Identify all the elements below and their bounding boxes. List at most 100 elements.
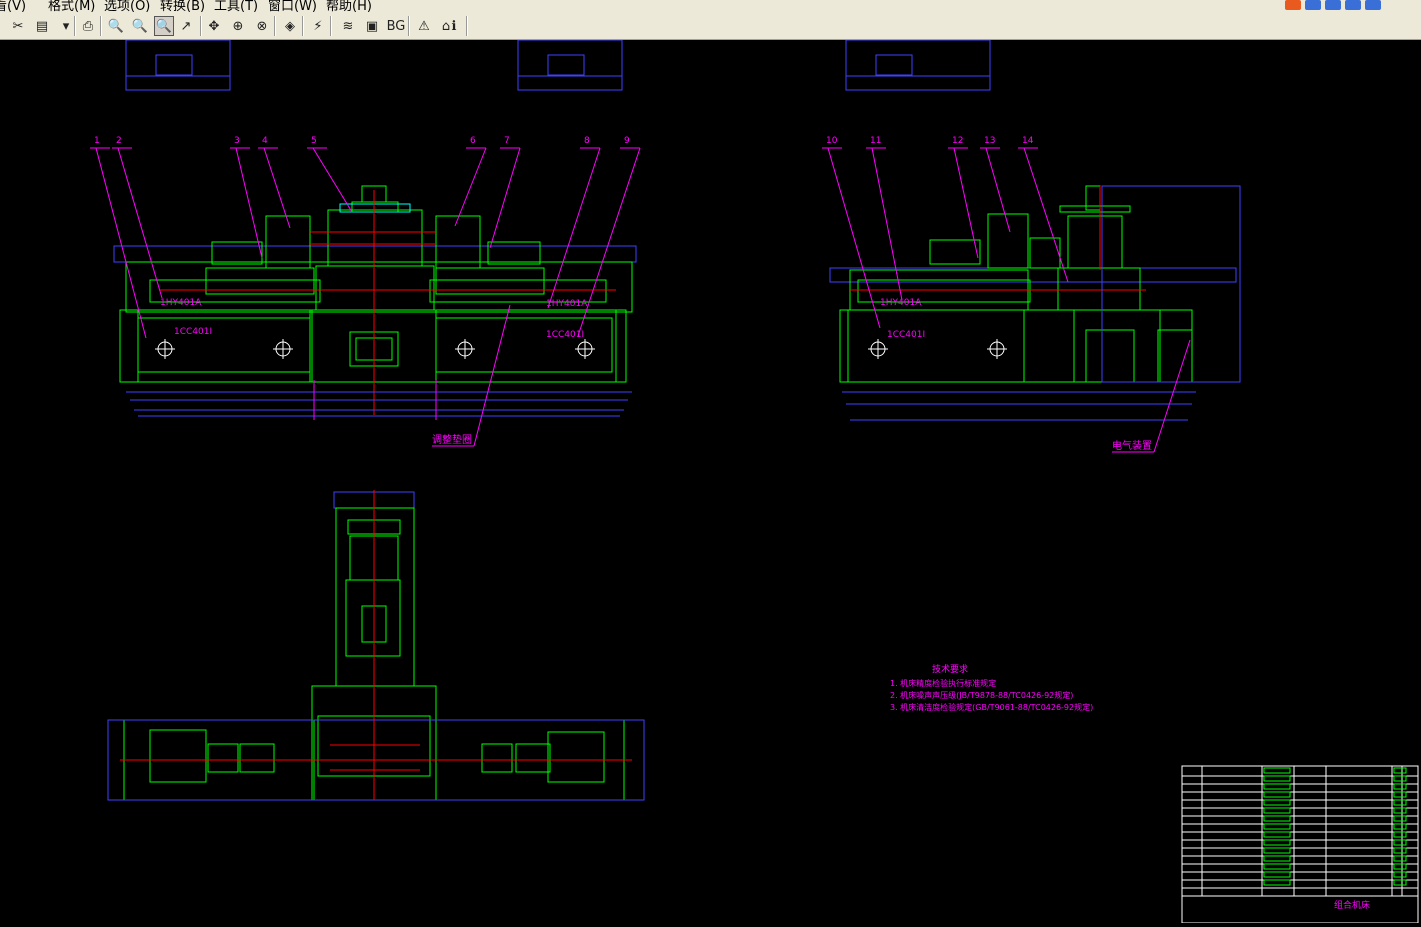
title-block-entry <box>1393 855 1407 862</box>
leader-line <box>1023 147 1069 283</box>
part-number-1: 1 <box>94 136 100 146</box>
dropdown-icon[interactable]: ▾ <box>62 18 70 34</box>
side-base-left <box>847 309 1025 383</box>
zoom-out-icon[interactable]: 🔍 <box>107 18 125 34</box>
title-block-entry <box>1263 807 1291 814</box>
title-block-entry <box>1263 839 1291 846</box>
right-rail <box>429 279 607 303</box>
front-right-base <box>435 309 617 383</box>
home-icon[interactable]: ⌂ <box>441 18 451 34</box>
menu-item-1[interactable]: 格式(M) <box>48 0 96 12</box>
toolbar-separator <box>200 16 202 36</box>
side-dimension-frame <box>1101 185 1241 383</box>
center-clamp <box>339 203 411 213</box>
menu-item-2[interactable]: 选项(O) <box>104 0 151 12</box>
menu-item-3[interactable]: 转换(B) <box>160 0 206 12</box>
ime-mode-icon[interactable] <box>1305 0 1321 10</box>
ime-settings-icon[interactable] <box>1365 0 1381 10</box>
title-block-entry <box>1393 831 1407 838</box>
title-block-entry <box>1263 815 1291 822</box>
zoom-window-icon[interactable]: 🔍 <box>154 16 174 36</box>
note-line-1: 1. 机床精度检验执行标准规定 <box>890 678 996 688</box>
zoom-previous-icon[interactable]: ⊗ <box>256 18 268 34</box>
title-block-entry <box>1263 791 1291 798</box>
reference-block-inner <box>547 54 585 76</box>
title-block-entry <box>1393 775 1407 782</box>
leader-line <box>827 147 881 329</box>
part-number-9: 9 <box>624 136 630 146</box>
frame-icon[interactable]: ▣ <box>365 18 379 34</box>
front-base-outline <box>119 309 627 383</box>
leader-line <box>1153 339 1191 453</box>
save-icon[interactable]: ▤ <box>35 18 49 34</box>
title-block-entry <box>1393 847 1407 854</box>
title-block-entry <box>1393 791 1407 798</box>
side-coupling <box>1029 237 1061 269</box>
side-head <box>987 213 1029 269</box>
zoom-in-icon[interactable]: 🔍 <box>131 18 149 34</box>
title-block-entry <box>1263 855 1291 862</box>
toolbar-separator <box>466 16 468 36</box>
top-vertical-arm <box>335 507 415 687</box>
title-block-entry <box>1263 863 1291 870</box>
part-number-3: 3 <box>234 136 240 146</box>
adjust-label: 调整垫圈 <box>432 433 472 446</box>
toolbar-separator <box>408 16 410 36</box>
leader-line <box>95 147 147 339</box>
title-block-entry <box>1263 823 1291 830</box>
electrical-box <box>1157 329 1193 383</box>
zoom-realtime-icon[interactable]: ↗ <box>180 18 192 34</box>
title-block-entry <box>1393 807 1407 814</box>
title-block-entry <box>1263 767 1291 774</box>
warning-icon[interactable]: ⚠ <box>418 18 430 34</box>
menu-item-0[interactable]: 看(V) <box>0 0 27 12</box>
title-block-entry <box>1393 871 1407 878</box>
ime-logo-icon[interactable] <box>1285 0 1301 10</box>
leader-line <box>577 147 641 337</box>
zoom-all-icon[interactable]: ⊕ <box>232 18 244 34</box>
front-bed-top <box>125 261 633 313</box>
pan-icon[interactable]: ✥ <box>208 18 220 34</box>
leader-line <box>454 147 487 227</box>
reference-block <box>845 39 991 91</box>
ime-keyboard-icon[interactable] <box>1345 0 1361 10</box>
top-left-head <box>207 743 239 773</box>
motor-label-side: 1HY401A <box>880 298 922 308</box>
measure-icon[interactable]: ⚡ <box>313 18 323 34</box>
front-right-pocket <box>435 317 613 373</box>
toolbar-separator <box>100 16 102 36</box>
side-window <box>1085 329 1135 383</box>
ime-punct-icon[interactable] <box>1325 0 1341 10</box>
side-fixture <box>1067 215 1123 269</box>
menu-item-6[interactable]: 帮助(H) <box>326 0 372 12</box>
print-icon[interactable]: ⎙ <box>82 18 94 34</box>
title-block-entry <box>1393 767 1407 774</box>
motor-label-right: 1HY401A <box>546 299 588 309</box>
ime-toolbar <box>1285 0 1381 12</box>
title-block-entry <box>1263 799 1291 806</box>
reference-block-inner <box>875 54 913 76</box>
info-icon[interactable]: ℹ <box>451 18 457 34</box>
menu-item-4[interactable]: 工具(T) <box>214 0 259 12</box>
layers-icon[interactable]: ≋ <box>342 18 354 34</box>
left-motor <box>211 241 263 265</box>
3d-view-icon[interactable]: ◈ <box>285 18 295 34</box>
title-block-entry <box>1263 831 1291 838</box>
side-base-outline <box>839 309 1193 383</box>
title-block-entry <box>1393 815 1407 822</box>
right-head <box>435 215 481 269</box>
open-icon[interactable]: ✂ <box>12 18 24 34</box>
menu-item-5[interactable]: 窗口(W) <box>268 0 317 12</box>
note-line-2: 2. 机床噪声声压级(JB/T9878-88/TC0426-92规定) <box>890 690 1073 700</box>
toolbar-separator <box>302 16 304 36</box>
leader-line <box>312 147 353 213</box>
top-right-spindle <box>481 743 513 773</box>
leader-line <box>953 147 979 259</box>
part-number-14: 14 <box>1022 136 1034 146</box>
part-number-5: 5 <box>311 136 317 146</box>
background-icon[interactable]: BG <box>386 18 406 34</box>
motor-label-left: 1HY401A <box>160 298 202 308</box>
reference-block <box>125 39 231 91</box>
